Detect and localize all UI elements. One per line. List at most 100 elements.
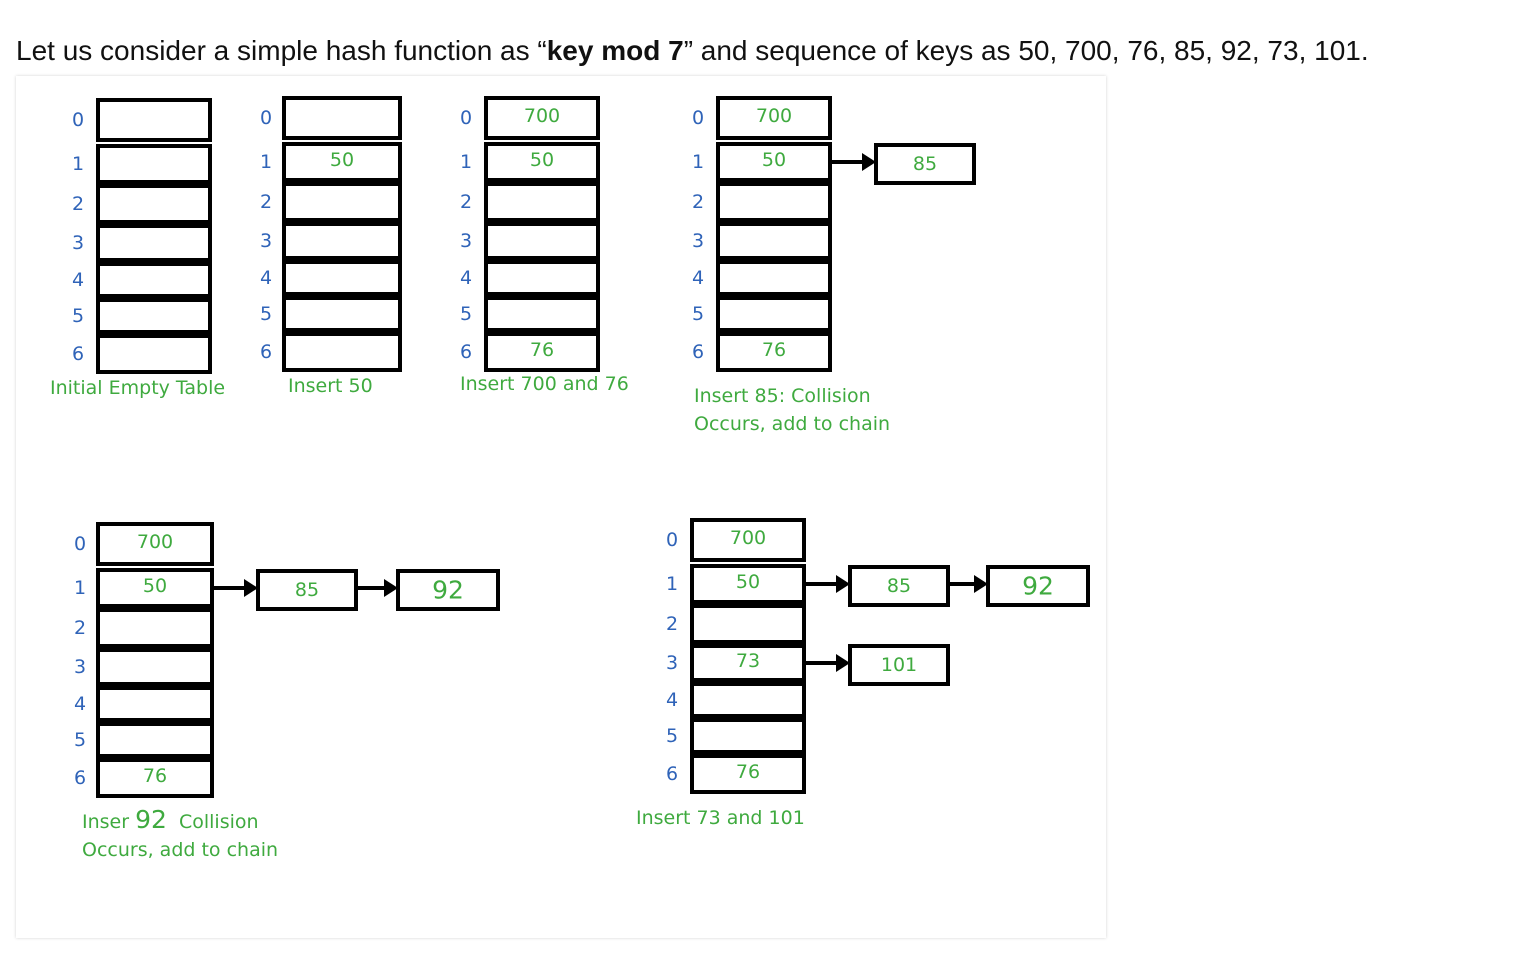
insert-700-76-index-4: 4: [460, 267, 472, 289]
initial-index-6: 6: [72, 343, 84, 365]
insert-92-index-5: 5: [74, 729, 86, 751]
insert-73-101-chain-3-node-0: [848, 644, 950, 686]
insert-92-slot-6-value: 76: [143, 765, 167, 787]
insert-85-index-3: 3: [692, 230, 704, 252]
insert-85-slot-6-value: 76: [762, 339, 786, 361]
insert-85-chain-1-arrowhead-0: [862, 153, 876, 171]
insert-73-101-slot-6: [690, 754, 806, 794]
insert-85-slot-4: [716, 260, 832, 296]
insert-50-slot-3: [282, 222, 402, 260]
insert-700-76-slot-5: [484, 296, 600, 332]
insert-50-index-0: 0: [260, 107, 272, 129]
insert-73-101-chain-1-node-0-value: 85: [887, 575, 911, 597]
insert-50-index-5: 5: [260, 303, 272, 325]
initial-index-1: 1: [72, 153, 84, 175]
insert-73-101-chain-3-arrowhead-0: [836, 654, 850, 672]
insert-73-101-chain-1-node-1-value: 92: [1022, 572, 1054, 601]
insert-73-101-slot-0: [690, 518, 806, 562]
insert-92-chain-1-arrowhead-1: [384, 579, 398, 597]
insert-92-index-1: 1: [74, 577, 86, 599]
insert-92-caption-0: Inser 92 Collision: [82, 805, 259, 834]
insert-50-index-1: 1: [260, 151, 272, 173]
insert-85-index-0: 0: [692, 107, 704, 129]
insert-700-76-slot-4: [484, 260, 600, 296]
insert-50-index-2: 2: [260, 191, 272, 213]
insert-92-caption-1: Occurs, add to chain: [82, 839, 278, 861]
insert-92-caption-part-1: 92: [135, 805, 167, 834]
insert-50-slot-5: [282, 296, 402, 332]
insert-700-76-index-3: 3: [460, 230, 472, 252]
insert-73-101-slot-3-value: 73: [736, 650, 760, 672]
insert-50-slot-2: [282, 182, 402, 222]
insert-700-76-slot-0: [484, 96, 600, 140]
insert-73-101-slot-5: [690, 718, 806, 754]
insert-92-slot-4: [96, 686, 214, 722]
insert-92-slot-5: [96, 722, 214, 758]
insert-85-slot-5: [716, 296, 832, 332]
insert-85-index-1: 1: [692, 151, 704, 173]
initial-slot-3: [96, 224, 212, 262]
insert-700-76-caption-0: Insert 700 and 76: [460, 373, 629, 395]
insert-73-101-chain-1-node-1: [986, 565, 1090, 607]
insert-50-index-3: 3: [260, 230, 272, 252]
insert-85-chain-1-node-0-value: 85: [913, 153, 937, 175]
insert-73-101-chain-1-arrowhead-0: [836, 575, 850, 593]
initial-index-0: 0: [72, 109, 84, 131]
insert-85-index-6: 6: [692, 341, 704, 363]
intro-suffix: ” and sequence of keys as 50, 700, 76, 8…: [683, 35, 1369, 66]
initial-caption-0: Initial Empty Table: [50, 377, 225, 399]
insert-50-slot-6: [282, 332, 402, 372]
insert-700-76-slot-0-value: 700: [524, 105, 560, 127]
insert-92-index-0: 0: [74, 533, 86, 555]
insert-700-76-index-5: 5: [460, 303, 472, 325]
insert-85-slot-6: [716, 332, 832, 372]
insert-73-101-slot-2: [690, 604, 806, 644]
insert-92-caption-part-0: Inser: [82, 811, 135, 833]
insert-92-chain-1-node-1: [396, 569, 500, 611]
insert-700-76-index-6: 6: [460, 341, 472, 363]
insert-92-index-3: 3: [74, 656, 86, 678]
intro-bold: key mod 7: [546, 35, 684, 66]
insert-50-caption-0: Insert 50: [288, 375, 373, 397]
insert-50-slot-1-value: 50: [330, 149, 354, 171]
insert-73-101-index-4: 4: [666, 689, 678, 711]
insert-73-101-slot-4: [690, 682, 806, 718]
insert-92-chain-1-node-1-value: 92: [432, 576, 464, 605]
insert-92-chain-1-node-0: [256, 569, 358, 611]
initial-index-4: 4: [72, 269, 84, 291]
insert-92-slot-0-value: 700: [137, 531, 173, 553]
insert-92-slot-3: [96, 648, 214, 686]
insert-85-caption-1: Occurs, add to chain: [694, 413, 890, 435]
insert-92-index-2: 2: [74, 617, 86, 639]
insert-700-76-index-2: 2: [460, 191, 472, 213]
initial-slot-4: [96, 262, 212, 298]
insert-85-index-5: 5: [692, 303, 704, 325]
insert-50-index-4: 4: [260, 267, 272, 289]
insert-92-chain-1-node-0-value: 85: [295, 579, 319, 601]
insert-92-slot-2: [96, 608, 214, 648]
initial-index-5: 5: [72, 305, 84, 327]
insert-73-101-index-2: 2: [666, 613, 678, 635]
insert-73-101-chain-1-node-0: [848, 565, 950, 607]
insert-73-101-slot-1: [690, 564, 806, 604]
insert-85-caption-0: Insert 85: Collision: [694, 385, 871, 407]
insert-50-slot-4: [282, 260, 402, 296]
initial-slot-5: [96, 298, 212, 334]
insert-85-slot-0-value: 700: [756, 105, 792, 127]
insert-50-slot-0: [282, 96, 402, 140]
initial-slot-0: [96, 98, 212, 142]
insert-700-76-slot-2: [484, 182, 600, 222]
insert-73-101-index-6: 6: [666, 763, 678, 785]
insert-73-101-index-5: 5: [666, 725, 678, 747]
insert-700-76-slot-1-value: 50: [530, 149, 554, 171]
insert-85-slot-2: [716, 182, 832, 222]
insert-50-slot-1: [282, 142, 402, 182]
insert-73-101-chain-1-arrowhead-1: [974, 575, 988, 593]
insert-85-chain-1-node-0: [874, 143, 976, 185]
insert-85-index-2: 2: [692, 191, 704, 213]
insert-73-101-index-1: 1: [666, 573, 678, 595]
insert-700-76-slot-6-value: 76: [530, 339, 554, 361]
insert-73-101-slot-1-value: 50: [736, 571, 760, 593]
